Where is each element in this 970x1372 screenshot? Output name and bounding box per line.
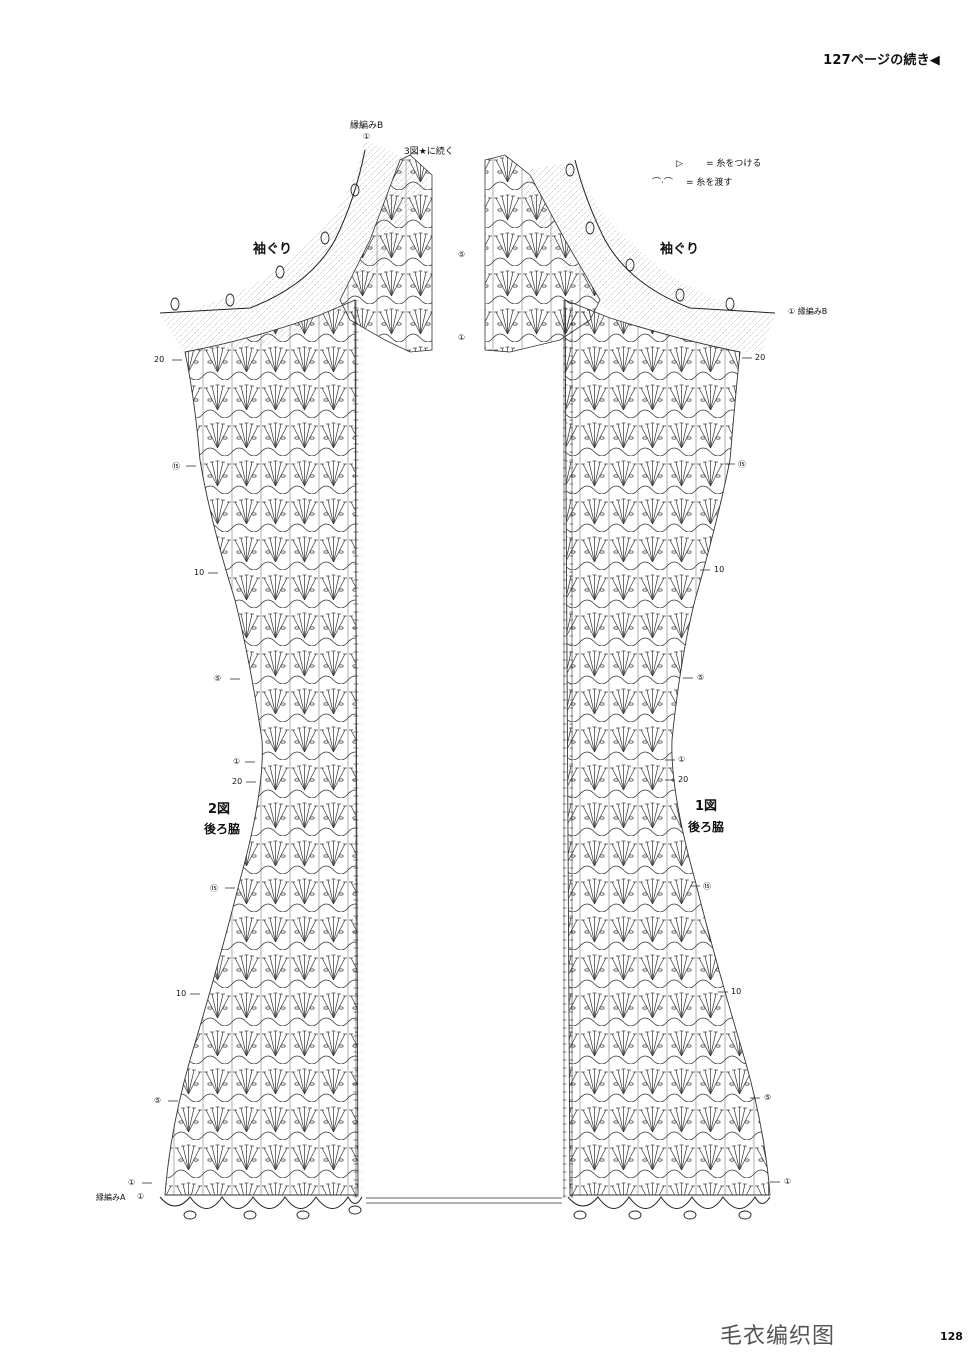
right-armhole-label: 袖ぐり [660,242,700,257]
continue-to-figure-3-label: 3図★に続く [404,147,454,157]
right-row-mark: 10 [714,565,725,574]
left-row-mark: ⑮ [210,884,218,893]
right-panel-chart [484,154,776,1220]
right-row-mark: ⑮ [738,460,746,469]
left-row-mark: 20 [154,355,165,364]
left-row-mark: ⑤ [214,674,222,683]
legend-attach-yarn: ▷= 糸をつける [676,159,762,169]
curve-symbol-icon: ⌒·⌒ [652,178,673,188]
left-row-mark: 20 [232,777,243,786]
left-row-mark: 10 [176,989,187,998]
left-edge-a-row: ① [137,1192,145,1201]
left-edge-b-label: 縁編みB [350,121,384,131]
left-part-label: 後ろ脇 [204,822,241,836]
triangle-symbol-icon: ▷ [676,159,683,169]
right-row-mark: ⑤ [764,1093,772,1102]
right-figure-label: 1図 [695,799,718,814]
right-top-mark: ① [458,333,466,342]
right-top-mark: ⑤ [458,250,466,259]
left-row-mark: ⑤ [154,1096,162,1105]
left-edge-b-row: ① [363,132,371,141]
page-number: 128 [940,1330,963,1343]
right-row-mark: 20 [678,775,689,784]
left-row-mark: 10 [194,568,205,577]
right-part-label: 後ろ脇 [688,820,725,834]
right-row-mark: 10 [731,987,742,996]
right-row-mark: ① [784,1177,792,1186]
left-row-mark: ① [128,1178,136,1187]
left-armhole-label: 袖ぐり [253,242,293,257]
right-row-mark: ⑤ [697,673,705,682]
watermark-text: 毛衣编织图 [720,1324,836,1349]
right-row-mark: ⑮ [703,882,711,891]
legend-pass-yarn: ⌒·⌒= 糸を渡す [652,175,732,188]
right-row-mark: 20 [755,353,766,362]
right-edge-b-label: ① 縁編みB [788,307,828,316]
left-figure-label: 2図 [208,802,231,817]
left-row-mark: ① [233,757,241,766]
page-continuation-header: 127ページの続き◀ [823,53,940,68]
right-row-mark: ① [678,755,686,764]
left-edge-a-label: 縁編みA [96,1193,126,1202]
left-row-mark: ⑮ [172,462,180,471]
left-panel-chart [159,140,433,1220]
